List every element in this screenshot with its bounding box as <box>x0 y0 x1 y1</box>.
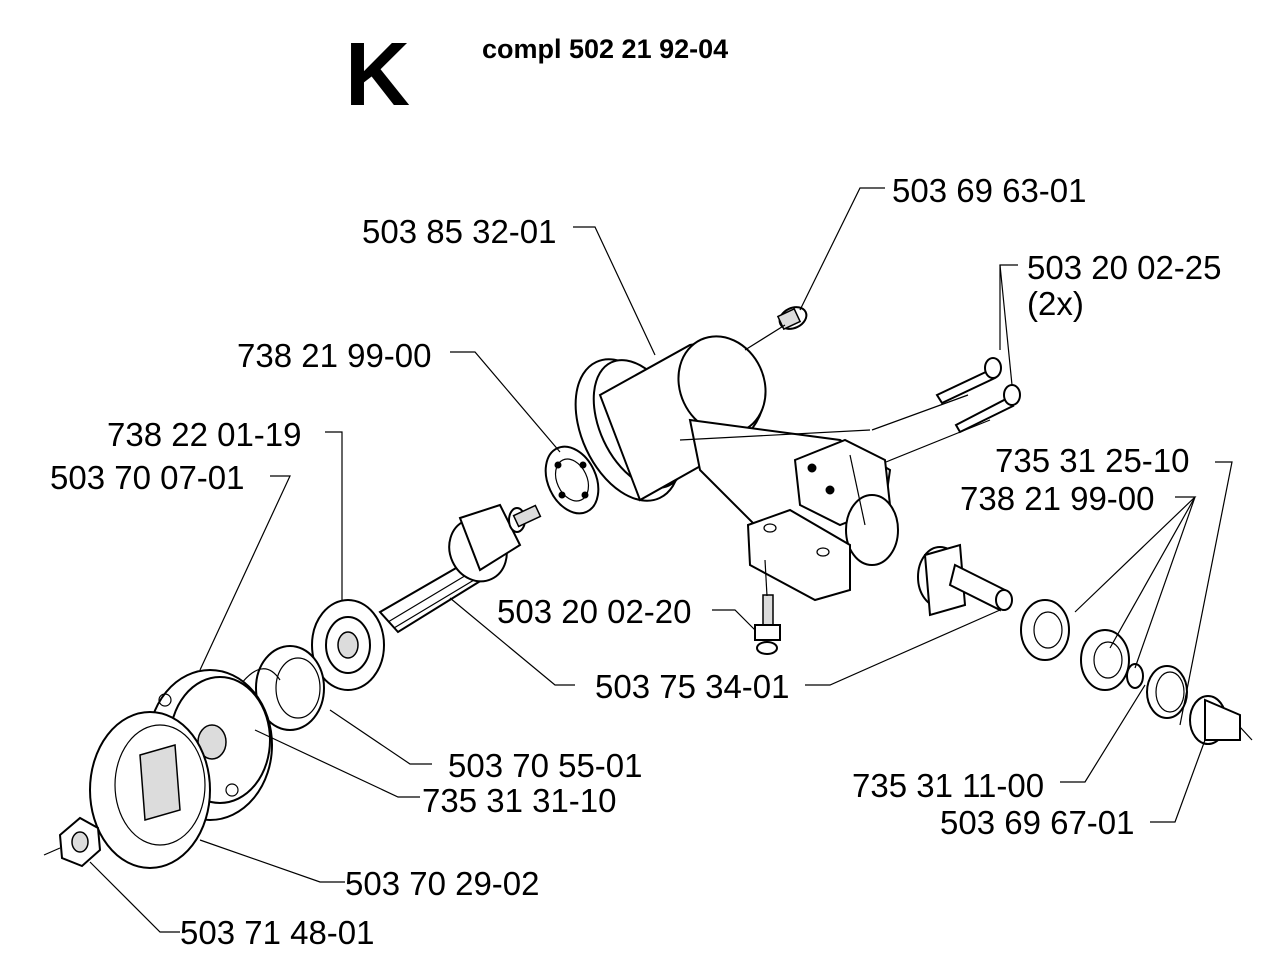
callout-503-70-29-02: 503 70 29-02 <box>345 865 540 902</box>
support-cup <box>89 711 211 869</box>
left-bearing <box>544 445 600 515</box>
callout-503-70-07-01: 503 70 07-01 <box>50 459 245 496</box>
callout-503-69-67-01: 503 69 67-01 <box>940 804 1135 841</box>
circlip <box>1146 665 1188 719</box>
callout-735-31-11-00: 735 31 11-00 <box>852 767 1044 804</box>
callout-735-31-31-10: 735 31 31-10 <box>422 782 617 819</box>
gear-shaft <box>378 503 542 634</box>
callout-503-20-02-25-quantity: (2x) <box>1027 285 1084 322</box>
long-screws <box>935 357 1021 434</box>
section-letter: K <box>345 25 410 125</box>
main-bearing <box>311 599 385 691</box>
callout-735-31-25-10: 735 31 25-10 <box>995 442 1190 479</box>
callout-503-71-48-01: 503 71 48-01 <box>180 914 375 951</box>
callout-503-75-34-01: 503 75 34-01 <box>595 668 790 705</box>
callout-503-70-55-01: 503 70 55-01 <box>448 747 643 784</box>
short-screw <box>754 594 781 655</box>
callout-503-20-02-20: 503 20 02-20 <box>497 593 692 630</box>
end-collar <box>1189 695 1253 745</box>
leader-lines <box>89 187 1233 933</box>
callout-503-20-02-25: 503 20 02-25 <box>1027 249 1222 286</box>
right-bearing-1 <box>1020 599 1070 661</box>
spacer-ring <box>1126 663 1144 689</box>
gear-housing <box>574 335 899 602</box>
callout-503-69-63-01: 503 69 63-01 <box>892 172 1087 209</box>
callout-738-21-99-00-left: 738 21 99-00 <box>237 337 432 374</box>
nut <box>43 816 102 868</box>
assembly-number: compl 502 21 92-04 <box>482 34 728 64</box>
pinion-shaft <box>917 543 1013 617</box>
callout-503-85-32-01: 503 85 32-01 <box>362 213 557 250</box>
callout-738-21-99-00-right: 738 21 99-00 <box>960 480 1155 517</box>
plug-part <box>776 306 808 331</box>
callout-738-22-01-19: 738 22 01-19 <box>107 416 302 453</box>
right-bearing-2 <box>1080 629 1130 691</box>
seal-ring <box>229 645 325 731</box>
